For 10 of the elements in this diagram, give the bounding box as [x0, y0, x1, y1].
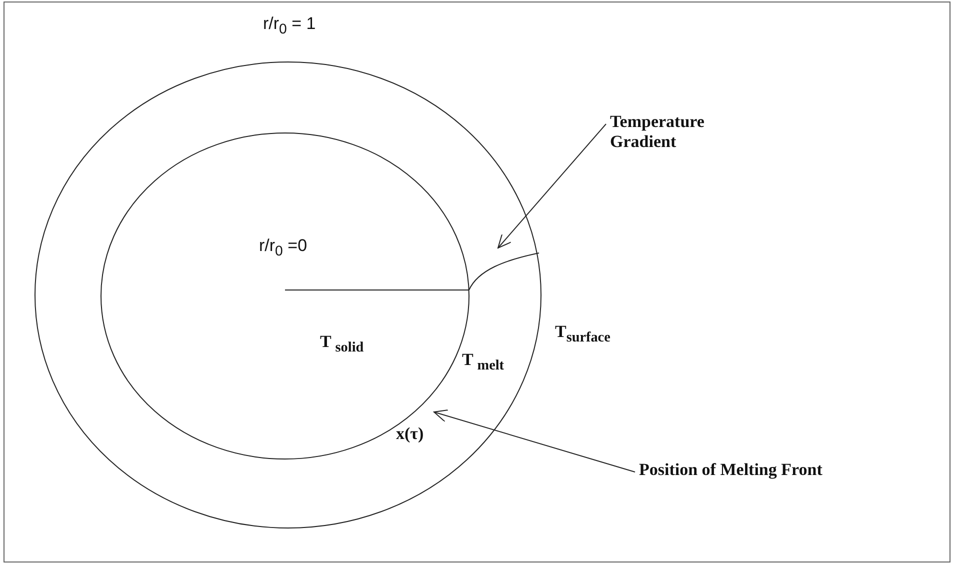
leader-arrow — [498, 124, 606, 248]
leader-arrow — [434, 409, 636, 472]
radius-label: r/r$_{0}$ =0 — [259, 236, 308, 260]
radius-label: r/r$_{0}$ = 1 — [263, 14, 316, 38]
position-label: x(τ) — [396, 424, 424, 444]
callout-text: Temperature Gradient — [610, 112, 725, 152]
callout-text: Position of Melting Front — [639, 460, 822, 480]
temperature-label: T $_{solid}$ — [320, 332, 364, 356]
temperature-label: T $_{melt}$ — [462, 350, 504, 374]
temperature-label: T$_{surface}$ — [555, 322, 610, 346]
